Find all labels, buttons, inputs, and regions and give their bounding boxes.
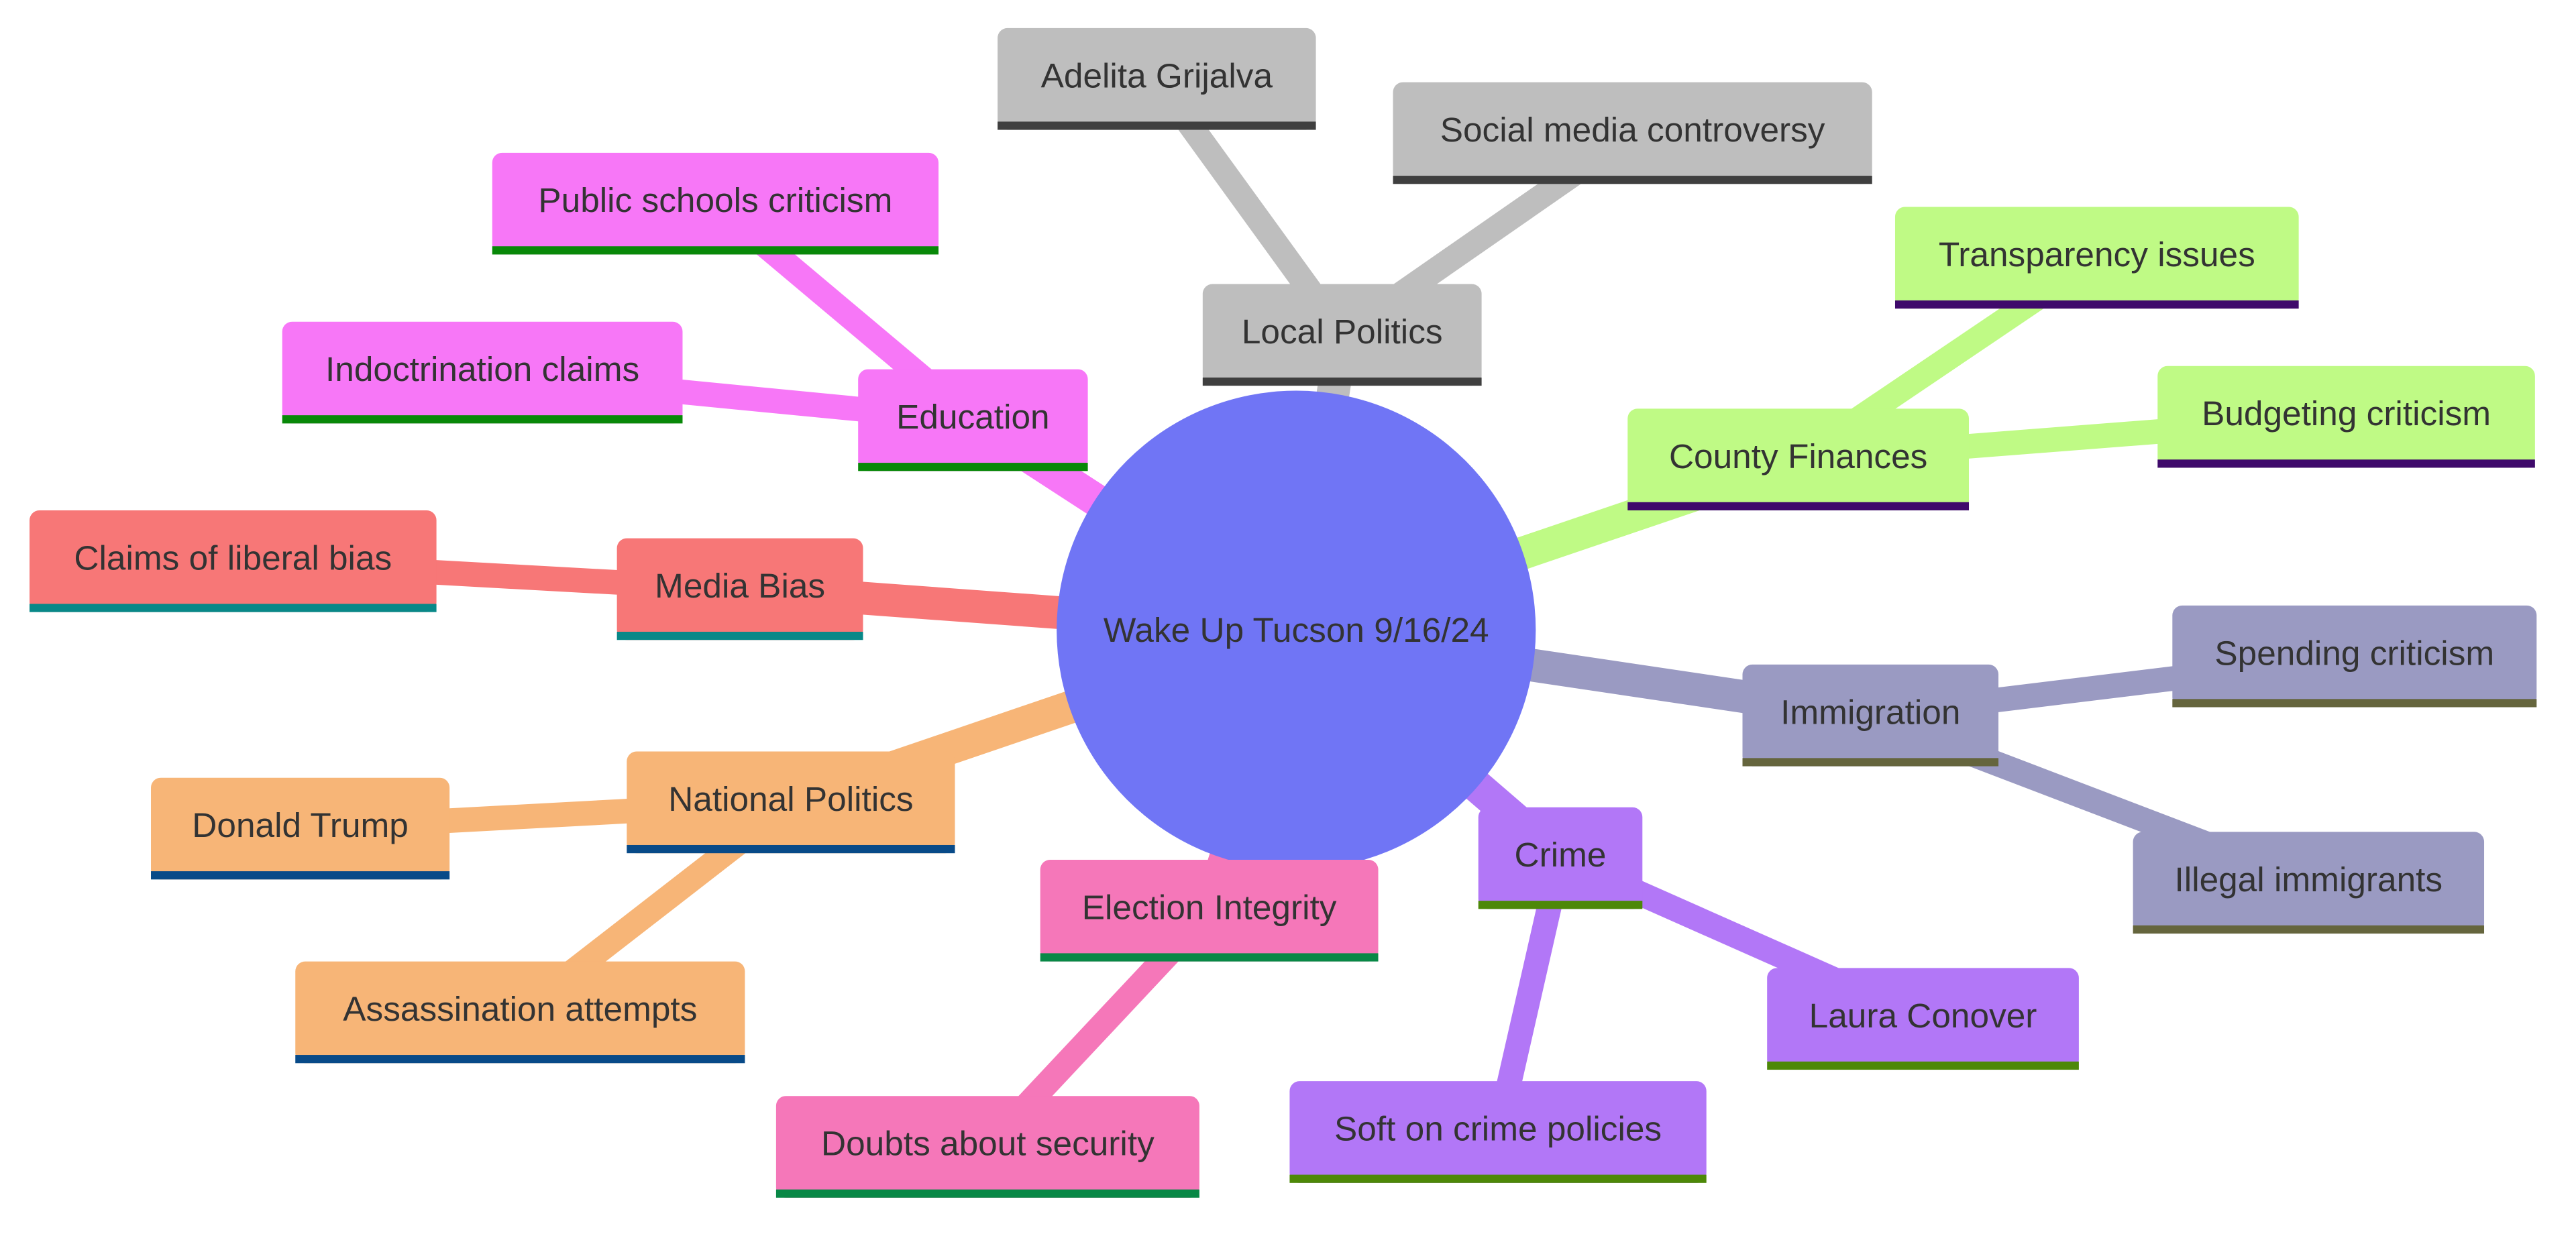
node-box — [1767, 968, 2079, 1070]
node-box — [1742, 664, 1999, 767]
node-underline — [492, 246, 939, 255]
root-node[interactable]: Wake Up Tucson 9/16/24 — [1057, 390, 1536, 870]
node-underline — [1040, 953, 1379, 962]
node-underline — [30, 604, 437, 612]
node-label: Illegal immigrants — [2175, 860, 2443, 899]
node-underline — [1627, 502, 1970, 511]
node-underline — [775, 1189, 1199, 1198]
root-circle — [1057, 390, 1536, 870]
node-label: Immigration — [1780, 693, 1960, 731]
node-label: Budgeting criticism — [2202, 394, 2491, 433]
node-underline — [282, 415, 683, 424]
node-box — [30, 510, 437, 612]
node-local-politics[interactable]: Local Politics — [1202, 284, 1482, 386]
node-box — [1202, 284, 1482, 386]
node-box — [1040, 859, 1379, 962]
node-underline — [1767, 1061, 2079, 1070]
node-soft-on-crime-policies[interactable]: Soft on crime policies — [1289, 1081, 1707, 1183]
node-label: County Finances — [1669, 437, 1927, 475]
node-label: Indoctrination claims — [325, 350, 639, 388]
node-spending-criticism[interactable]: Spending criticism — [2172, 605, 2537, 708]
node-label: Spending criticism — [2214, 634, 2494, 672]
node-box — [1393, 82, 1872, 184]
node-box — [858, 369, 1088, 471]
node-underline — [627, 844, 955, 854]
node-label: Local Politics — [1242, 313, 1443, 351]
node-label: Transparency issues — [1939, 235, 2255, 274]
node-box — [2157, 366, 2535, 468]
node-label: Laura Conover — [1809, 997, 2037, 1035]
node-label: Election Integrity — [1082, 888, 1337, 926]
node-underline — [1202, 377, 1482, 386]
node-underline — [295, 1055, 745, 1064]
node-county-finances[interactable]: County Finances — [1627, 408, 1970, 511]
node-underline — [998, 121, 1316, 130]
node-media-bias[interactable]: Media Bias — [616, 538, 863, 640]
node-label: Claims of liberal bias — [74, 539, 392, 577]
node-box — [627, 751, 955, 854]
node-box — [616, 538, 863, 640]
node-label: Adelita Grijalva — [1041, 56, 1273, 95]
node-national-politics[interactable]: National Politics — [627, 751, 955, 854]
node-label: Education — [896, 398, 1049, 436]
node-box — [492, 152, 939, 255]
node-label: Media Bias — [655, 567, 825, 605]
mindmap-nodes: Wake Up Tucson 9/16/24 Local Politics Adel… — [30, 27, 2537, 1198]
node-doubts-about-security[interactable]: Doubts about security — [775, 1096, 1199, 1198]
node-claims-of-liberal-bias[interactable]: Claims of liberal bias — [30, 510, 437, 612]
node-box — [295, 961, 745, 1064]
node-public-schools-criticism[interactable]: Public schools criticism — [492, 152, 939, 255]
node-underline — [1478, 901, 1643, 909]
node-budgeting-criticism[interactable]: Budgeting criticism — [2157, 366, 2535, 468]
node-illegal-immigrants[interactable]: Illegal immigrants — [2133, 832, 2485, 934]
node-box — [1478, 807, 1643, 909]
node-underline — [858, 463, 1088, 471]
node-adelita-grijalva[interactable]: Adelita Grijalva — [998, 27, 1316, 130]
node-box — [1894, 207, 2299, 309]
root-label: Wake Up Tucson 9/16/24 — [1104, 611, 1489, 649]
node-transparency-issues[interactable]: Transparency issues — [1894, 207, 2299, 309]
node-label: Donald Trump — [192, 806, 409, 844]
node-donald-trump[interactable]: Donald Trump — [151, 777, 450, 880]
node-box — [998, 27, 1316, 130]
node-box — [2133, 832, 2485, 934]
node-education[interactable]: Education — [858, 369, 1088, 471]
node-box — [151, 777, 450, 880]
node-election-integrity[interactable]: Election Integrity — [1040, 859, 1379, 962]
node-box — [282, 321, 683, 424]
node-label: Crime — [1515, 836, 1607, 874]
node-underline — [2157, 459, 2535, 468]
node-laura-conover[interactable]: Laura Conover — [1767, 968, 2079, 1070]
node-underline — [151, 871, 450, 880]
node-underline — [2172, 699, 2537, 708]
node-label: Social media controversy — [1440, 111, 1825, 149]
node-label: Assassination attempts — [343, 990, 697, 1028]
node-label: Soft on crime policies — [1334, 1110, 1662, 1148]
node-box — [775, 1096, 1199, 1198]
node-box — [1289, 1081, 1707, 1183]
node-box — [1627, 408, 1970, 511]
node-social-media-controversy[interactable]: Social media controversy — [1393, 82, 1872, 184]
node-underline — [1289, 1174, 1707, 1183]
node-indoctrination-claims[interactable]: Indoctrination claims — [282, 321, 683, 424]
node-underline — [616, 632, 863, 640]
node-underline — [1393, 176, 1872, 184]
node-crime[interactable]: Crime — [1478, 807, 1643, 909]
node-immigration[interactable]: Immigration — [1742, 664, 1999, 767]
node-label: Doubts about security — [821, 1125, 1155, 1163]
node-underline — [1742, 758, 1999, 767]
node-box — [2172, 605, 2537, 708]
node-underline — [2133, 925, 2485, 934]
node-assassination-attempts[interactable]: Assassination attempts — [295, 961, 745, 1064]
node-underline — [1894, 300, 2299, 309]
node-label: National Politics — [668, 780, 913, 818]
node-label: Public schools criticism — [538, 181, 892, 219]
